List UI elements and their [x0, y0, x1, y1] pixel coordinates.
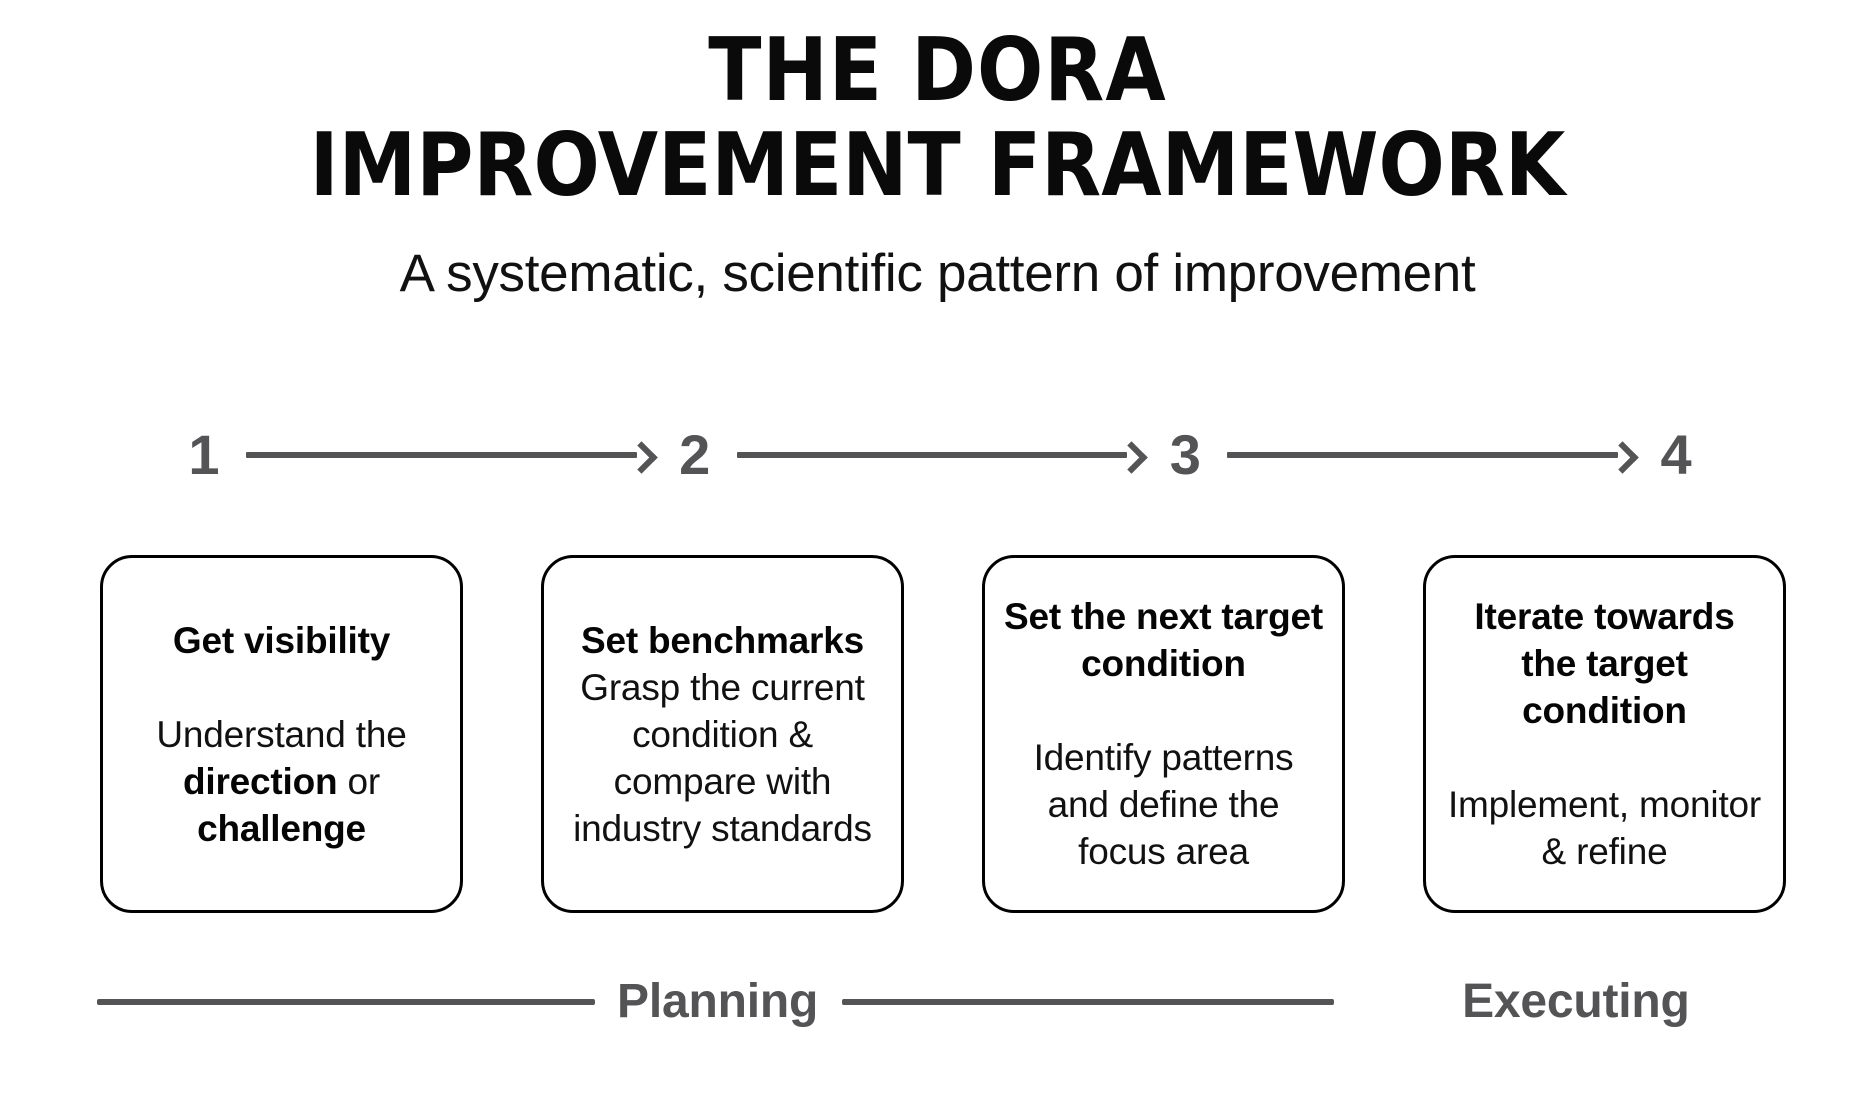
phase-line-right: [842, 999, 1335, 1005]
step-card-3-heading: Set the next target condition: [1004, 596, 1323, 684]
step-number-4: 4: [1660, 423, 1692, 486]
arrow-head: [624, 441, 658, 474]
step-card-4-body: Implement, monitor & refine: [1447, 784, 1762, 872]
step-card-1-body-bold-1: direction: [182, 760, 338, 802]
phase-line-left: [97, 999, 595, 1005]
step-card-4-heading: Iterate towards the target condition: [1474, 596, 1735, 731]
step-card-1-heading: Get visibility: [172, 619, 391, 661]
step-card-1[interactable]: Get visibility Understand the direction …: [100, 555, 463, 913]
step-number-2: 2: [679, 423, 711, 486]
step-card-1-body: Understand the direction or challenge: [121, 711, 442, 852]
step-number-3: 3: [1169, 423, 1201, 486]
step-card-2[interactable]: Set benchmarks Grasp the current conditi…: [541, 555, 904, 913]
arrow-shaft: [736, 452, 1128, 458]
arrow-right-icon-2: [736, 441, 1149, 474]
step-card-3[interactable]: Set the next target condition Identify p…: [982, 555, 1345, 913]
page-title: THE DORA IMPROVEMENT FRAMEWORK: [0, 18, 1875, 216]
arrow-right-icon-3: [1227, 441, 1639, 474]
step-sequence: 1 2 3 4: [180, 418, 1700, 492]
arrow-head: [1115, 441, 1149, 474]
step-card-4[interactable]: Iterate towards the target condition Imp…: [1423, 555, 1786, 913]
arrow-shaft: [1227, 452, 1619, 458]
title-line-1: THE DORA: [708, 20, 1167, 122]
step-card-1-body-text: Understand the: [156, 713, 407, 755]
phase-label-executing: Executing: [1462, 975, 1690, 1028]
phase-bracket-row: Planning Executing: [90, 962, 1790, 1042]
step-cards: Get visibility Understand the direction …: [100, 555, 1786, 913]
title-line-2: IMPROVEMENT FRAMEWORK: [309, 115, 1566, 217]
arrow-right-icon-1: [246, 441, 658, 474]
arrow-shaft: [246, 452, 637, 458]
step-card-1-body-mid: or: [337, 760, 381, 802]
page-subtitle: A systematic, scientific pattern of impr…: [399, 244, 1476, 303]
step-card-3-body: Identify patterns and define the focus a…: [1033, 737, 1294, 872]
step-number-1: 1: [188, 423, 220, 486]
step-card-1-body-bold-2: challenge: [197, 807, 366, 849]
arrow-head: [1606, 441, 1639, 474]
step-card-2-heading: Set benchmarks: [580, 619, 865, 661]
phase-label-planning: Planning: [617, 975, 819, 1028]
step-card-2-body: Grasp the current condition & compare wi…: [573, 666, 872, 849]
